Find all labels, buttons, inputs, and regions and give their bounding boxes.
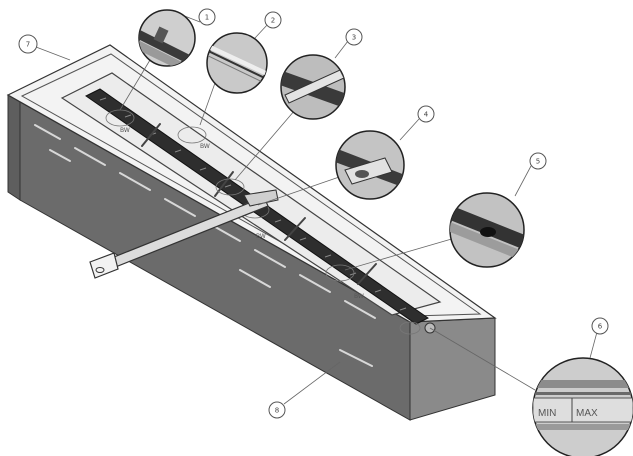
part-tag-3: BW [256, 233, 266, 240]
scale-max-label: MAX [576, 408, 598, 419]
callout-5: 5 [529, 152, 547, 170]
callout-8: 8 [268, 401, 286, 419]
svg-text:5: 5 [536, 158, 540, 166]
callout-4: 4 [417, 105, 435, 123]
box-left-face [7, 94, 21, 201]
tool-hook [243, 189, 279, 207]
callout-3: 3 [345, 28, 363, 46]
callout-7: 7 [18, 34, 38, 54]
callout-6: 6 [591, 317, 609, 335]
box-right-face [409, 317, 496, 421]
svg-text:3: 3 [352, 34, 356, 42]
closing-tool [89, 189, 279, 279]
svg-text:8: 8 [275, 407, 279, 415]
callout-2: 2 [264, 11, 282, 29]
svg-text:4: 4 [424, 111, 429, 119]
svg-text:7: 7 [26, 41, 30, 49]
svg-text:1: 1 [205, 14, 209, 22]
part-tag-4: BW [354, 293, 364, 300]
detail-magnifier-2 [206, 32, 268, 94]
detail-magnifier-6: MIN MAX [532, 357, 633, 456]
burner-box [6, 44, 497, 421]
cross-bars [141, 123, 377, 285]
part-tag-1: BW [120, 127, 130, 134]
tool-hole [95, 267, 105, 273]
svg-text:6: 6 [598, 323, 603, 331]
detail-magnifier-4 [335, 130, 405, 200]
detail-magnifier-3 [280, 54, 346, 120]
tool-grip [89, 252, 119, 279]
detail-magnifier-1 [138, 9, 196, 67]
svg-text:2: 2 [271, 17, 275, 25]
part-tags: BW BW BW BW [120, 127, 364, 300]
part-tag-2: BW [200, 143, 210, 150]
leader-lines [35, 14, 598, 405]
callouts: 7 1 2 3 4 5 6 8 [18, 8, 609, 419]
scale-min-label: MIN [538, 408, 556, 419]
front-face-slots [34, 124, 376, 367]
detail-magnifier-5 [449, 192, 525, 268]
callout-1: 1 [198, 8, 216, 26]
